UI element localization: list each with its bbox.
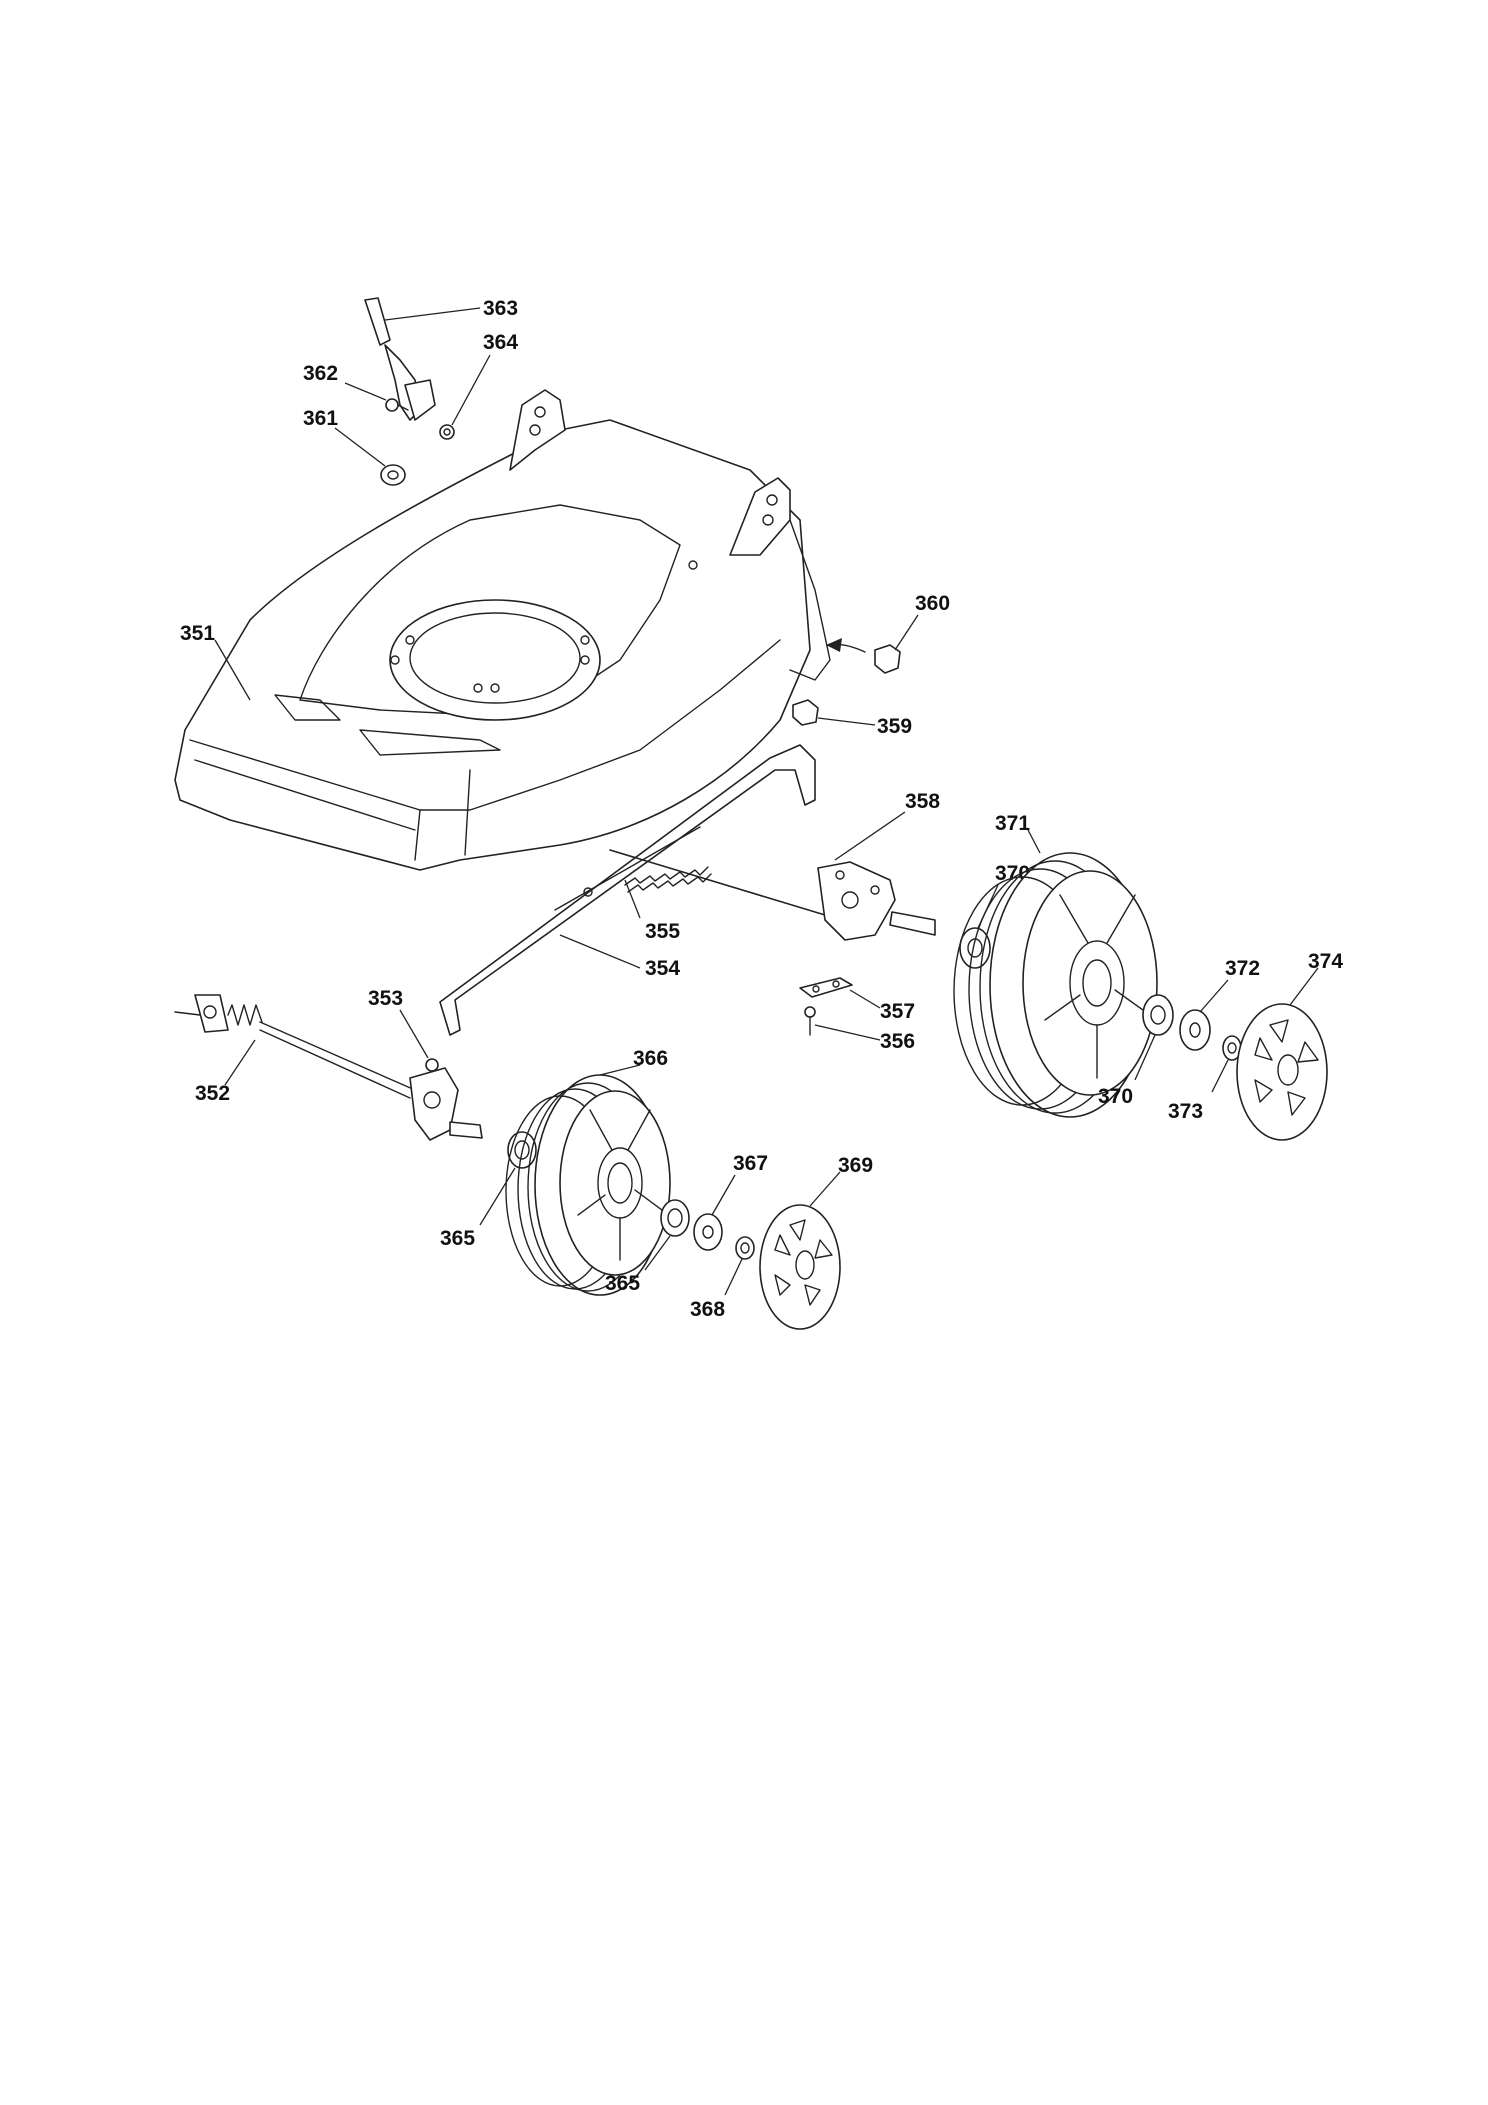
height-rod-354 — [439, 744, 816, 1036]
nut-373 — [1222, 1035, 1242, 1061]
spring-355 — [624, 866, 712, 893]
label-356: 356 — [880, 1030, 915, 1053]
front-axle-352 — [174, 994, 416, 1099]
label-354: 354 — [645, 957, 680, 980]
label-369: 369 — [838, 1154, 873, 1177]
label-353: 353 — [368, 987, 403, 1010]
nut-353 — [425, 1058, 439, 1072]
rear-wheel-bushing-370a — [959, 927, 991, 969]
nut-368 — [735, 1236, 755, 1260]
label-367: 367 — [733, 1152, 768, 1175]
label-365a: 365 — [440, 1227, 475, 1250]
label-374: 374 — [1308, 950, 1343, 973]
clip-360 — [826, 638, 901, 674]
screw-356 — [804, 1006, 816, 1036]
label-355: 355 — [645, 920, 680, 943]
rear-wheel-bushing-370b — [1142, 994, 1174, 1036]
nut-364 — [439, 424, 455, 440]
label-365b: 365 — [605, 1272, 640, 1295]
label-364: 364 — [483, 331, 518, 354]
label-360: 360 — [915, 592, 950, 615]
label-361: 361 — [303, 407, 338, 430]
front-wheel-bushing-365b — [660, 1199, 690, 1237]
hubcap-374 — [1236, 1003, 1328, 1141]
label-363: 363 — [483, 297, 518, 320]
hubcap-369 — [759, 1204, 841, 1330]
label-366: 366 — [633, 1047, 668, 1070]
plate-357 — [799, 977, 853, 998]
height-adjust-lever — [364, 297, 436, 421]
label-370b: 370 — [1098, 1085, 1133, 1108]
rear-wheel-371 — [953, 852, 1158, 1118]
label-373: 373 — [1168, 1100, 1203, 1123]
label-368: 368 — [690, 1298, 725, 1321]
label-352: 352 — [195, 1082, 230, 1105]
front-axle-bracket — [409, 1067, 483, 1141]
label-358: 358 — [905, 790, 940, 813]
bushing-361 — [380, 464, 406, 486]
label-371: 371 — [995, 812, 1030, 835]
label-357: 357 — [880, 1000, 915, 1023]
label-359: 359 — [877, 715, 912, 738]
label-362: 362 — [303, 362, 338, 385]
label-372: 372 — [1225, 957, 1260, 980]
axle-bracket-358 — [609, 849, 936, 941]
label-351: 351 — [180, 622, 215, 645]
washer-372 — [1179, 1009, 1211, 1051]
clip-359 — [792, 699, 819, 726]
bolt-362 — [385, 398, 409, 412]
washer-367 — [693, 1213, 723, 1251]
mower-deck — [174, 389, 831, 871]
front-wheel-366 — [505, 1074, 671, 1296]
